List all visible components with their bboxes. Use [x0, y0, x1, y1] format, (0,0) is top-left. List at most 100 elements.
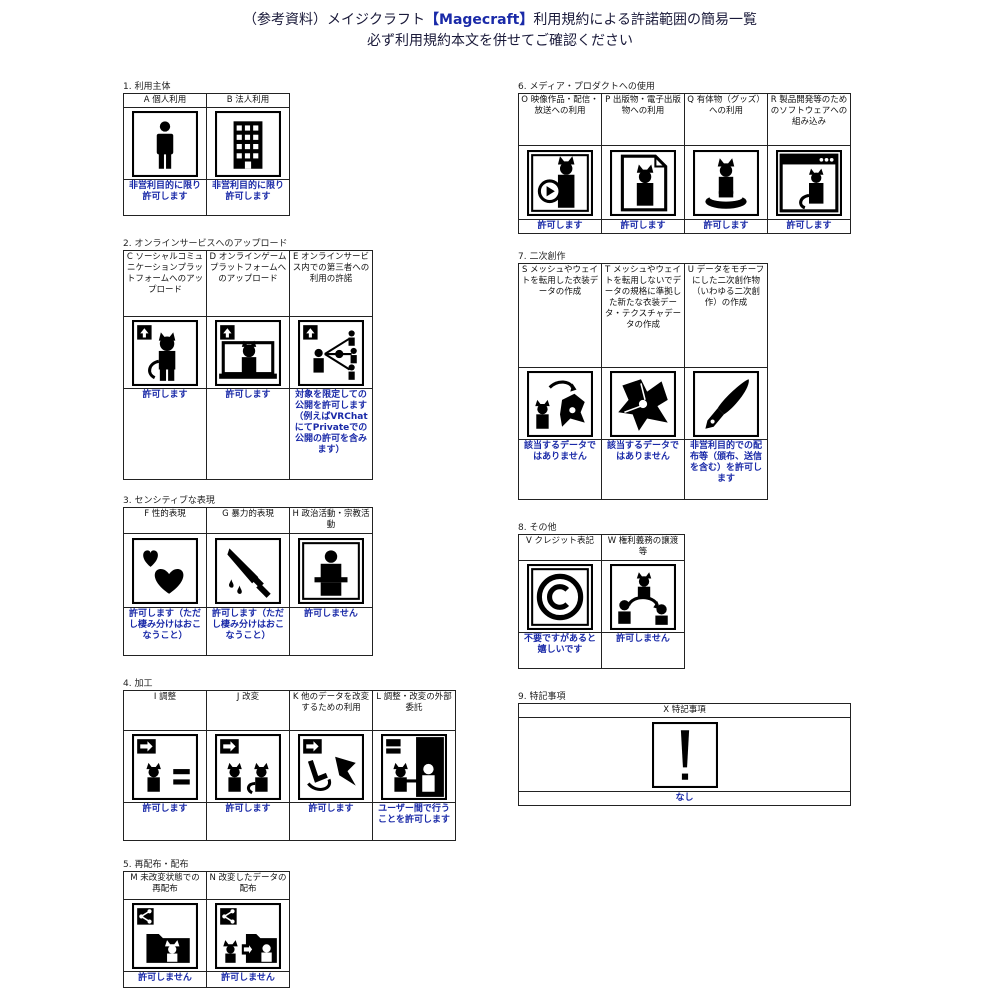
cell-status: 許可します — [123, 388, 207, 480]
terms-table: I 調整 J 改変 K 他のデータを改変するための利用 L 調整・改変の外部委託… — [123, 690, 456, 841]
transfer-icon — [610, 563, 676, 630]
cell-status: 許可します — [289, 802, 373, 841]
exclamation-icon — [651, 721, 718, 788]
terms-table: V クレジット表記 W 権利義務の譲渡等 不要ですがあると嬉しいです 許可しませ… — [518, 534, 685, 669]
cell-label: M 未改変状態での再配布 — [123, 871, 207, 900]
adjust-icon — [132, 733, 198, 800]
cell-status: 許可します（ただし棲み分けはおこなうこと） — [123, 607, 207, 656]
section-title: 9. 特記事項 — [518, 692, 566, 702]
cell-status: ユーザー間で行うことを許可します — [372, 802, 456, 841]
cell-status: 許可します — [684, 219, 768, 234]
hearts-icon — [132, 537, 198, 604]
page-subtitle: 必ず利用規約本文を併せてご確認ください — [367, 33, 633, 49]
pen-icon — [693, 370, 759, 437]
title-brand: 【Magecraft】 — [425, 12, 534, 28]
terms-table: S メッシュやウェイトを転用した衣装データの作成 T メッシュやウェイトを転用し… — [518, 263, 768, 500]
redistribute-icon — [132, 902, 198, 969]
section-online-upload: 2. オンラインサービスへのアップロード C ソーシャルコミュニケーションプラッ… — [123, 238, 373, 480]
cell-status: 不要ですがあると嬉しいです — [518, 632, 602, 669]
cell-status: 許可します — [518, 219, 602, 234]
cell-label: V クレジット表記 — [518, 534, 602, 561]
section-title: 2. オンラインサービスへのアップロード — [123, 239, 288, 249]
cell-label: H 政治活動・宗教活動 — [289, 507, 373, 534]
cell-label: G 暴力的表現 — [206, 507, 290, 534]
section-title: 6. メディア・プロダクトへの使用 — [518, 82, 655, 92]
share-users-icon — [298, 319, 364, 386]
section-sensitive: 3. センシティブな表現 F 性的表現 G 暴力的表現 H 政治活動・宗教活動 … — [123, 495, 373, 656]
terms-table: O 映像作品・配信・放送への利用 P 出版物・電子出版物への利用 Q 有体物（グ… — [518, 93, 851, 234]
section-derivative-works: 7. 二次創作 S メッシュやウェイトを転用した衣装データの作成 T メッシュや… — [518, 251, 768, 500]
cell-status: 対象を限定しての公開を許可します（例えばVRChatにてPrivateでの公開の… — [289, 388, 373, 480]
cell-label: X 特記事項 — [518, 703, 851, 718]
document-icon — [610, 149, 676, 216]
cell-label: F 性的表現 — [123, 507, 207, 534]
cell-status: 許可します — [123, 802, 207, 841]
terms-table: X 特記事項 なし — [518, 703, 851, 806]
cell-label: R 製品開発等のためのソフトウェアへの組み込み — [767, 93, 851, 146]
building-icon — [215, 110, 281, 177]
costume-transfer-icon — [527, 370, 593, 437]
terms-table: M 未改変状態での再配布 N 改変したデータの配布 許可しません 許可しません — [123, 871, 290, 988]
modify-icon — [215, 733, 281, 800]
cell-label: T メッシュやウェイトを転用しないでデータの規格に準拠した新たな衣装データ・テク… — [601, 263, 685, 368]
terms-table: A 個人利用 B 法人利用 非営利目的に限り許可します 非営利目的に限り許可しま… — [123, 93, 290, 216]
section-title: 1. 利用主体 — [123, 82, 171, 92]
terms-table: F 性的表現 G 暴力的表現 H 政治活動・宗教活動 許可します（ただし棲み分け… — [123, 507, 373, 656]
cell-label: K 他のデータを改変するための利用 — [289, 690, 373, 731]
cell-status: 許可しません — [206, 971, 290, 988]
cell-label: P 出版物・電子出版物への利用 — [601, 93, 685, 146]
knife-icon — [215, 537, 281, 604]
section-title: 8. その他 — [518, 523, 557, 533]
cell-status: 非営利目的での配布等（頒布、送信を含む）を許可します — [684, 439, 768, 500]
cell-label: Q 有体物（グッズ）への利用 — [684, 93, 768, 146]
section-media-products: 6. メディア・プロダクトへの使用 O 映像作品・配信・放送への利用 P 出版物… — [518, 81, 851, 234]
section-title: 7. 二次創作 — [518, 252, 566, 262]
other-data-icon — [298, 733, 364, 800]
cell-label: W 権利義務の譲渡等 — [601, 534, 685, 561]
cell-label: B 法人利用 — [206, 93, 290, 108]
cell-status: 許可します — [767, 219, 851, 234]
cell-label: I 調整 — [123, 690, 207, 731]
cell-label: A 個人利用 — [123, 93, 207, 108]
cell-label: D オンラインゲームプラットフォームへのアップロード — [206, 250, 290, 317]
podium-icon — [298, 537, 364, 604]
section-title: 4. 加工 — [123, 679, 153, 689]
cell-label: L 調整・改変の外部委託 — [372, 690, 456, 731]
title-prefix: （参考資料）メイジクラフト — [243, 12, 426, 28]
cell-status: 許可しません — [601, 632, 685, 669]
cell-status: 許可します — [206, 388, 290, 480]
cell-label: O 映像作品・配信・放送への利用 — [518, 93, 602, 146]
cell-status: 許可します（ただし棲み分けはおこなうこと） — [206, 607, 290, 656]
upload-avatar-icon — [132, 319, 198, 386]
terms-table: C ソーシャルコミュニケーションプラットフォームへのアップロード D オンライン… — [123, 250, 373, 480]
page-title: （参考資料）メイジクラフト【Magecraft】利用規約による許諾範囲の簡易一覧 — [0, 9, 1000, 29]
outsource-icon — [381, 733, 447, 800]
section-title: 5. 再配布・配布 — [123, 860, 189, 870]
cell-status: 非営利目的に限り許可します — [123, 179, 207, 216]
cell-label: U データをモチーフにした二次創作物（いわゆる二次創作）の作成 — [684, 263, 768, 368]
person-icon — [132, 110, 198, 177]
cell-status: 該当するデータではありません — [601, 439, 685, 500]
cell-status: 許可しません — [123, 971, 207, 988]
distribute-modified-icon — [215, 902, 281, 969]
cell-label: E オンラインサービス内での第三者への利用の許諾 — [289, 250, 373, 317]
cell-status: 許可します — [601, 219, 685, 234]
cell-status: 非営利目的に限り許可します — [206, 179, 290, 216]
cell-label: C ソーシャルコミュニケーションプラットフォームへのアップロード — [123, 250, 207, 317]
cell-label: S メッシュやウェイトを転用した衣装データの作成 — [518, 263, 602, 368]
section-special-notes: 9. 特記事項 X 特記事項 なし — [518, 691, 851, 806]
cell-label: N 改変したデータの配布 — [206, 871, 290, 900]
figure-icon — [693, 149, 759, 216]
section-usage-subject: 1. 利用主体 A 個人利用 B 法人利用 非営利目的に限り許可します 非営利目… — [123, 81, 290, 216]
cell-status: 該当するデータではありません — [518, 439, 602, 500]
section-processing: 4. 加工 I 調整 J 改変 K 他のデータを改変するための利用 L 調整・改… — [123, 678, 456, 841]
cell-label: J 改変 — [206, 690, 290, 731]
cell-status: なし — [518, 791, 851, 806]
section-title: 3. センシティブな表現 — [123, 496, 215, 506]
copyright-icon — [527, 563, 593, 630]
costume-icon — [610, 370, 676, 437]
title-suffix: 利用規約による許諾範囲の簡易一覧 — [533, 12, 757, 28]
video-play-icon — [527, 149, 593, 216]
cell-status: 許可します — [206, 802, 290, 841]
software-window-icon — [776, 149, 842, 216]
